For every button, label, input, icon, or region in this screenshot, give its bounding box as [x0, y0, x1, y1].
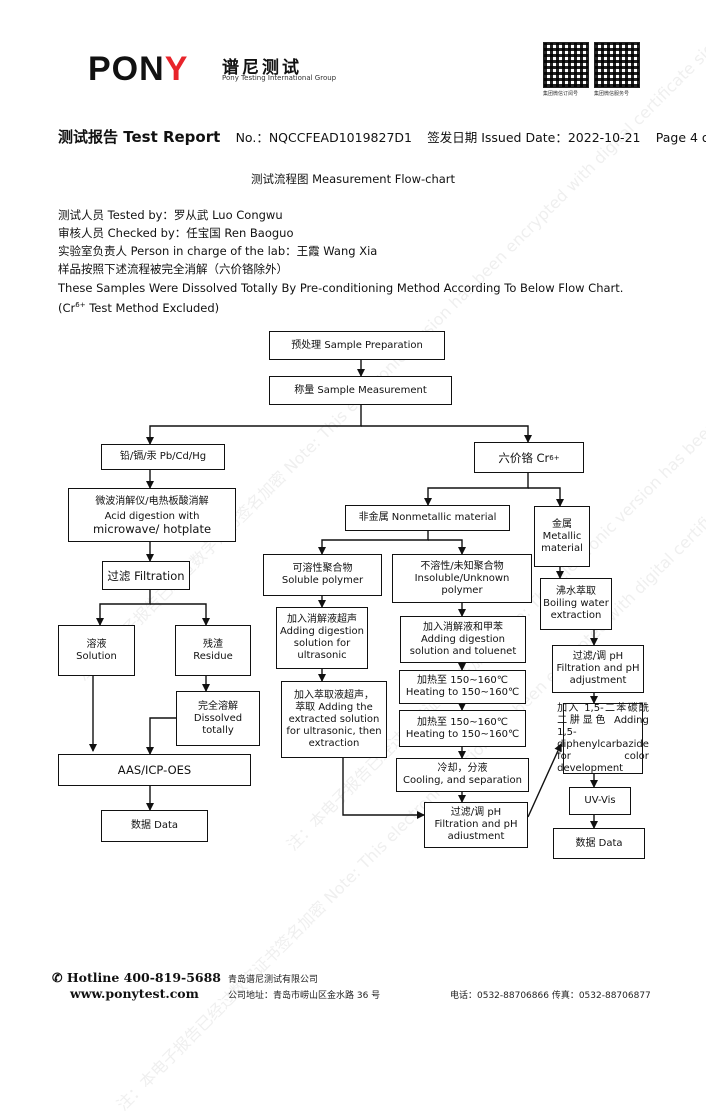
- filtration-ph-right-box: 过滤/调 pH Filtration and pH adjustment: [552, 645, 644, 693]
- heating-box-1: 加热至 150~160℃ Heating to 150~160℃: [399, 670, 526, 704]
- boiling-water-extraction-box: 沸水萃取 Boiling water extraction: [540, 578, 612, 630]
- aas-icp-oes-box: AAS/ICP-OES: [58, 754, 251, 786]
- heating-box-2: 加热至 150~160℃ Heating to 150~160℃: [399, 710, 526, 747]
- metallic-material-box: 金属 Metallic material: [534, 506, 590, 567]
- tested-by: 测试人员 Tested by：罗从武 Luo Congwu: [58, 208, 283, 222]
- microwave-digestion-box: 微波消解仪/电热板酸消解 Acid digestion with microwa…: [68, 488, 236, 542]
- pony-logo: PONY: [88, 50, 189, 88]
- sample-preparation-box: 预处理 Sample Preparation: [269, 331, 445, 360]
- data-right-box: 数据 Data: [553, 828, 645, 859]
- page-number: Page 4 of 6: [655, 130, 706, 145]
- uv-vis-box: UV-Vis: [569, 787, 631, 815]
- adding-digestion-toluene-box: 加入消解液和甲苯 Adding digestion solution and t…: [400, 616, 526, 663]
- person-in-charge: 实验室负责人 Person in charge of the lab：王霞 Wa…: [58, 244, 378, 258]
- flowchart-connectors: [89, 360, 598, 829]
- insoluble-polymer-box: 不溶性/未知聚合物 Insoluble/Unknown polymer: [392, 554, 532, 603]
- residue-box: 残渣 Residue: [175, 625, 251, 676]
- data-left-box: 数据 Data: [101, 810, 208, 842]
- cooling-separation-box: 冷却，分液 Cooling, and separation: [396, 758, 529, 792]
- en-note: These Samples Were Dissolved Totally By …: [58, 281, 624, 295]
- report-number: No.：NQCCFEAD1019827D1: [235, 130, 412, 145]
- logo-english-name: Pony Testing International Group: [222, 74, 337, 82]
- color-development-box: 加入 1,5-二苯碳酰二肼显色 Adding 1,5-diphenylcarba…: [557, 702, 649, 774]
- sample-measurement-box: 称量 Sample Measurement: [269, 376, 452, 405]
- qr-code-service: [594, 42, 640, 88]
- qr-caption-left: 集团微信订阅号: [543, 91, 579, 97]
- qr-code-subscription: [543, 42, 589, 88]
- checked-by: 审核人员 Checked by：任宝国 Ren Baoguo: [58, 226, 294, 240]
- section-title: 测试流程图 Measurement Flow-chart: [250, 172, 456, 186]
- cn-note: 样品按照下述流程被完全消解（六价铬除外）: [58, 262, 288, 276]
- pb-cd-hg-box: 铅/镉/汞 Pb/Cd/Hg: [101, 444, 225, 470]
- hotline: ✆ Hotline 400-819-5688: [52, 970, 221, 985]
- filtration-ph-mid-box: 过滤/调 pH Filtration and pH adiustment: [424, 802, 528, 848]
- report-header: 测试报告 Test Report No.：NQCCFEAD1019827D1 签…: [58, 126, 706, 147]
- company-name: 青岛谱尼测试有限公司: [228, 975, 319, 985]
- filtration-box: 过滤 Filtration: [102, 561, 190, 590]
- adding-digestion-ultrasonic-box: 加入消解液超声 Adding digestion solution for ul…: [276, 607, 368, 669]
- adding-extracted-solution-box: 加入萃取液超声， 萃取 Adding the extracted solutio…: [281, 681, 387, 758]
- solution-box: 溶液 Solution: [58, 625, 135, 676]
- qr-caption-right: 集团微信服务号: [594, 91, 630, 97]
- logo-chinese-name: 谱尼测试: [222, 58, 302, 78]
- cr6-excluded-note: (Cr6+ Test Method Excluded): [58, 300, 220, 315]
- phone-fax: 电话：0532-88706866 传真：0532-88706877: [450, 991, 651, 1001]
- nonmetallic-material-box: 非金属 Nonmetallic material: [345, 505, 510, 531]
- issued-date: 签发日期 Issued Date：2022-10-21: [427, 130, 641, 145]
- dissolved-totally-box: 完全溶解 Dissolved totally: [176, 691, 260, 746]
- report-title: 测试报告 Test Report: [58, 128, 221, 146]
- company-address: 公司地址：青岛市崂山区金水路 36 号: [228, 991, 381, 1001]
- website-link[interactable]: www.ponytest.com: [70, 986, 199, 1001]
- soluble-polymer-box: 可溶性聚合物 Soluble polymer: [263, 554, 382, 596]
